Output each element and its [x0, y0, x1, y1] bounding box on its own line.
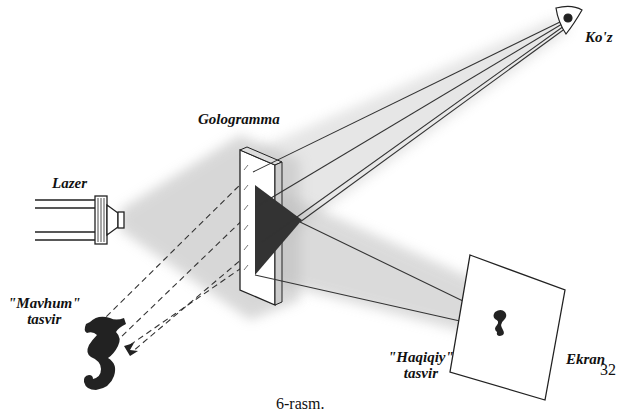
eye-label: Ko'z [585, 30, 613, 46]
screen [450, 255, 565, 400]
hologram-label: Gologramma [198, 112, 280, 128]
laser-label: Lazer [52, 176, 87, 192]
page-number: 32 [600, 362, 616, 379]
screen-label: Ekran [566, 352, 605, 368]
laser-symbol [35, 196, 124, 244]
rays-to-eye [253, 22, 566, 242]
real-image-label: "Haqiqiy" tasvir [388, 350, 454, 382]
real-image [494, 310, 507, 336]
virtual-image-seahorse [84, 317, 138, 390]
hologram-plate [240, 147, 302, 305]
eye-symbol [556, 6, 582, 34]
virtual-rays [105, 172, 262, 352]
figure-caption: 6-rasm. [276, 396, 324, 413]
virtual-image-label: "Mavhum" tasvir [8, 296, 81, 328]
